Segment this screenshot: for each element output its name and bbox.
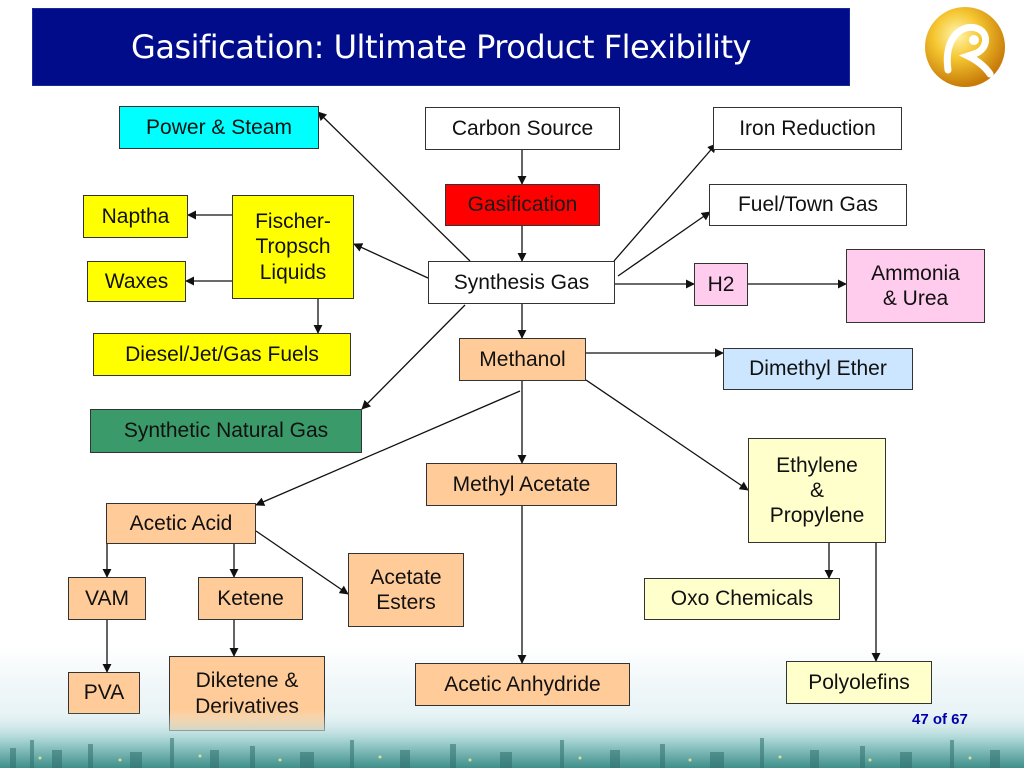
- pva-label: PVA: [83, 681, 125, 705]
- arrow-syngas-to-fischer: [353, 243, 429, 279]
- company-logo-icon: [925, 7, 1005, 87]
- dimethyl-ether-box: Dimethyl Ether: [723, 348, 913, 390]
- waxes-label: Waxes: [104, 269, 169, 293]
- synthesis-gas-label: Synthesis Gas: [453, 270, 590, 294]
- oxo-chemicals-label: Oxo Chemicals: [670, 587, 814, 611]
- title-bar: Gasification: Ultimate Product Flexibili…: [32, 8, 850, 86]
- diesel-jet-label: Diesel/Jet/Gas Fuels: [125, 342, 319, 366]
- naptha-box: Naptha: [83, 195, 188, 238]
- vam-box: VAM: [68, 577, 146, 620]
- carbon-source-label: Carbon Source: [451, 116, 594, 140]
- methyl-acetate-label: Methyl Acetate: [452, 472, 591, 496]
- power-steam-box: Power & Steam: [119, 106, 319, 149]
- fischer-tropsch-box: Fischer- Tropsch Liquids: [232, 195, 354, 299]
- arrow-acetic-to-esters: [255, 530, 349, 595]
- polyolefins-box: Polyolefins: [786, 661, 932, 704]
- iron-reduction-box: Iron Reduction: [713, 107, 902, 150]
- ketene-label: Ketene: [217, 586, 284, 610]
- arrow-methanol-to-ethylene: [585, 379, 749, 491]
- arrow-syngas-to-power: [317, 111, 471, 262]
- polyolefins-label: Polyolefins: [808, 670, 910, 694]
- synthesis-gas-box: Synthesis Gas: [428, 261, 615, 304]
- h2-box: H2: [694, 263, 748, 306]
- methyl-acetate-box: Methyl Acetate: [426, 463, 617, 506]
- dimethyl-ether-label: Dimethyl Ether: [749, 357, 887, 381]
- h2-label: H2: [707, 272, 735, 296]
- arrow-syngas-to-fuel: [617, 211, 711, 277]
- oxo-chemicals-box: Oxo Chemicals: [644, 578, 840, 620]
- ethylene-propylene-label: Ethylene & Propylene: [769, 453, 865, 528]
- diesel-jet-box: Diesel/Jet/Gas Fuels: [93, 333, 351, 376]
- ammonia-urea-label: Ammonia & Urea: [871, 261, 960, 310]
- page-number: 47 of 67: [912, 711, 968, 728]
- fuel-town-gas-box: Fuel/Town Gas: [709, 184, 907, 226]
- acetic-anhydride-box: Acetic Anhydride: [415, 663, 630, 706]
- ammonia-urea-box: Ammonia & Urea: [846, 249, 985, 323]
- iron-reduction-label: Iron Reduction: [739, 116, 876, 140]
- acetate-esters-box: Acetate Esters: [348, 553, 464, 627]
- slide-title: Gasification: Ultimate Product Flexibili…: [131, 28, 751, 66]
- waxes-box: Waxes: [87, 261, 186, 302]
- synthetic-natural-gas-label: Synthetic Natural Gas: [123, 419, 329, 443]
- arrow-methanol-to-acetic-acid: [255, 390, 521, 506]
- synthetic-natural-gas-box: Synthetic Natural Gas: [90, 409, 362, 453]
- acetate-esters-label: Acetate Esters: [370, 565, 442, 614]
- acetic-anhydride-label: Acetic Anhydride: [444, 672, 601, 696]
- arrow-syngas-to-sng: [361, 304, 466, 410]
- refinery-skyline-decoration: [0, 710, 1024, 768]
- carbon-source-box: Carbon Source: [425, 107, 620, 150]
- acetic-acid-box: Acetic Acid: [106, 503, 256, 544]
- fischer-tropsch-label: Fischer- Tropsch Liquids: [255, 210, 331, 284]
- pva-box: PVA: [68, 672, 140, 714]
- arrow-syngas-to-iron: [613, 143, 717, 262]
- methanol-box: Methanol: [459, 338, 586, 381]
- fuel-town-gas-label: Fuel/Town Gas: [737, 193, 879, 217]
- acetic-acid-label: Acetic Acid: [129, 511, 233, 535]
- vam-label: VAM: [85, 586, 129, 610]
- gasification-box: Gasification: [445, 184, 600, 226]
- gasification-label: Gasification: [467, 193, 578, 217]
- ketene-box: Ketene: [198, 577, 303, 620]
- methanol-label: Methanol: [479, 347, 566, 371]
- ethylene-propylene-box: Ethylene & Propylene: [748, 438, 886, 543]
- power-steam-label: Power & Steam: [146, 115, 292, 139]
- naptha-label: Naptha: [101, 204, 170, 228]
